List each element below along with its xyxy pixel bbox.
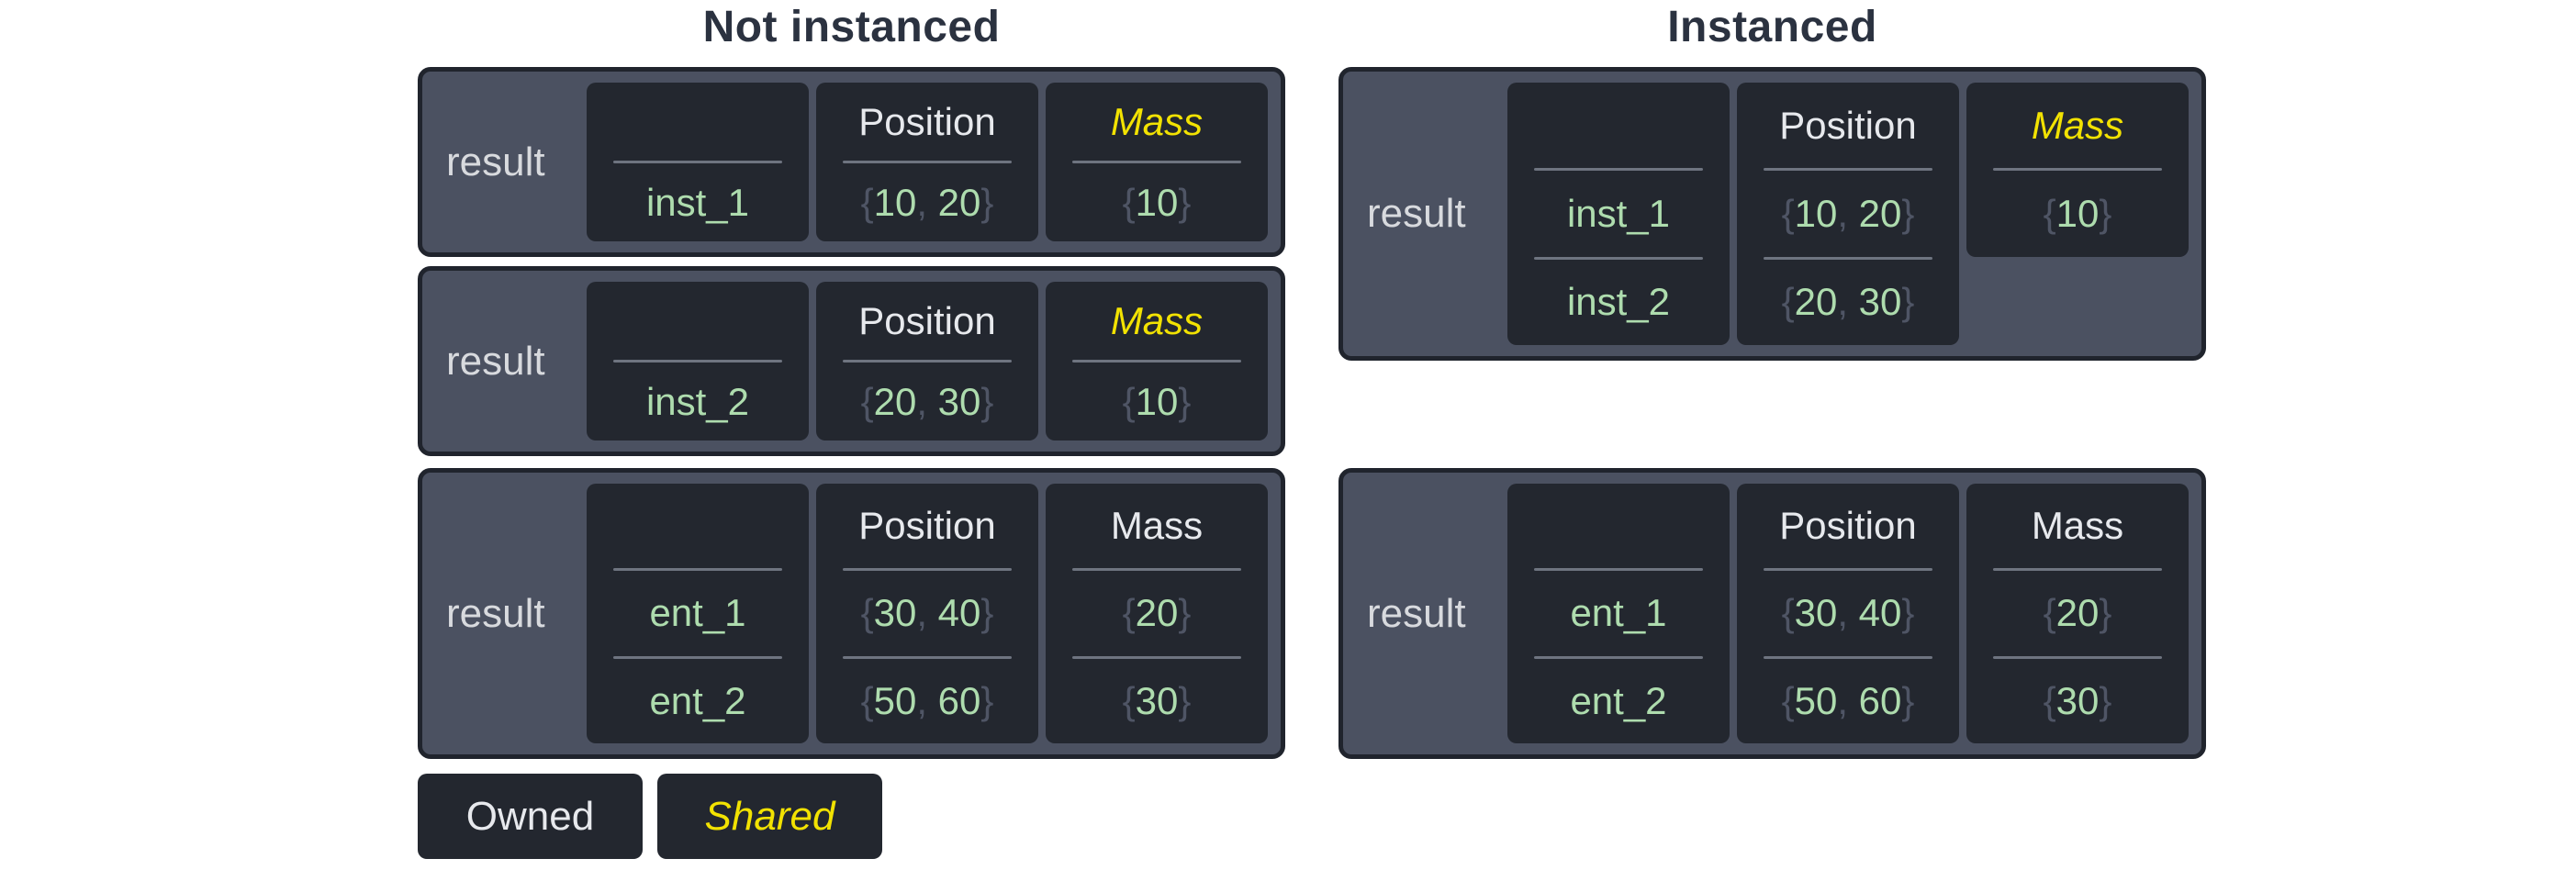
cell-value: {30, 40} [1781,591,1915,635]
cell-value: inst_1 [645,180,750,224]
cell-entity: inst_1 [587,83,809,241]
cell-value: {10, 20} [860,180,994,224]
column-header: Mass [2031,504,2124,548]
column-header: Position [858,99,996,143]
divider-line [843,360,1012,362]
cell-value: ent_2 [649,678,746,722]
cell-entity: ent_1 ent_2 [1507,484,1730,743]
cell-value: inst_2 [1566,280,1671,324]
cell-value: {20, 30} [860,379,994,423]
cell-mass: Mass {20} {30} [1966,484,2189,743]
cell-value: {10} [2043,191,2112,235]
cell-entity: inst_1 inst_2 [1507,83,1730,345]
column-header-empty [587,83,809,161]
column-header-empty [1507,83,1730,168]
column-title-instanced: Instanced [1667,3,1877,51]
column-header-empty [1507,484,1730,568]
column-header: Position [858,298,996,342]
cell-value: {20} [1122,591,1192,635]
divider-line [843,655,1012,659]
cell-entity: ent_1 ent_2 [587,484,809,743]
divider-line [1764,655,1932,659]
cell-value: inst_2 [645,379,750,423]
column-header: Mass [1110,504,1204,548]
column-header-empty [587,484,809,568]
divider-line [1534,168,1703,172]
query-result-table-not-instanced-2: result inst_2 Position {20, 30} Mass {10} [418,266,1285,456]
cell-entity: inst_2 [587,282,809,441]
cell-value: ent_1 [1570,591,1667,635]
divider-line [1072,568,1241,572]
legend-shared: Shared [657,774,882,859]
result-label: result [446,139,545,184]
cell-value: {20} [2043,591,2112,635]
cell-mass: Mass {10} [1046,282,1268,441]
cell-value: {10, 20} [1781,191,1915,235]
cell-value: ent_2 [1570,678,1667,722]
query-result-table-not-instanced-3: result ent_1 ent_2 Position {30, 40} {50, 60}… [418,468,1285,759]
divider-line [1534,568,1703,572]
column-header: Position [858,504,996,548]
result-label: result [446,338,545,384]
cell-value: {10} [1122,379,1192,423]
divider-line [1993,655,2162,659]
cell-value: inst_1 [1566,191,1671,235]
divider-line [1764,256,1932,260]
legend-owned: Owned [418,774,643,859]
cell-mass: Mass {10} [1046,83,1268,241]
result-label: result [1367,590,1466,636]
cell-value: {50, 60} [860,678,994,722]
cell-value: {10} [1122,180,1192,224]
cell-value: {50, 60} [1781,678,1915,722]
cell-mass: Mass {20} {30} [1046,484,1268,743]
divider-line [1072,655,1241,659]
divider-line [613,161,782,163]
divider-line [613,360,782,362]
divider-line [1534,256,1703,260]
cell-value: {20, 30} [1781,280,1915,324]
cell-value: {30, 40} [860,591,994,635]
result-label: result [446,590,545,636]
divider-line [1072,360,1241,362]
query-result-table-instanced-2: result ent_1 ent_2 Position {30, 40} {50, 60}… [1338,468,2206,759]
cell-position: Position {30, 40} {50, 60} [1737,484,1959,743]
divider-line [1764,568,1932,572]
column-header-empty [587,282,809,360]
divider-line [843,568,1012,572]
divider-line [1993,168,2162,172]
divider-line [1534,655,1703,659]
column-header: Mass [1110,99,1204,143]
legend: Owned Shared [418,774,882,859]
divider-line [1993,568,2162,572]
divider-line [1764,168,1932,172]
cell-value: ent_1 [649,591,746,635]
query-result-table-instanced-1: result inst_1 inst_2 Position {10, 20} {20, 3… [1338,67,2206,361]
cell-position: Position {10, 20} [816,83,1038,241]
column-header: Position [1779,504,1917,548]
divider-line [1072,161,1241,163]
query-result-table-not-instanced-1: result inst_1 Position {10, 20} Mass {10} [418,67,1285,257]
column-header: Position [1779,103,1917,147]
cell-value: {30} [1122,678,1192,722]
cell-position: Position {10, 20} {20, 30} [1737,83,1959,345]
divider-line [843,161,1012,163]
cell-position: Position {20, 30} [816,282,1038,441]
cell-position: Position {30, 40} {50, 60} [816,484,1038,743]
divider-line [613,655,782,659]
result-label: result [1367,191,1466,236]
column-title-not-instanced: Not instanced [702,3,1001,51]
cell-value: {30} [2043,678,2112,722]
column-header: Mass [2031,103,2124,147]
divider-line [613,568,782,572]
cell-mass: Mass {10} [1966,83,2189,257]
column-header: Mass [1110,298,1204,342]
